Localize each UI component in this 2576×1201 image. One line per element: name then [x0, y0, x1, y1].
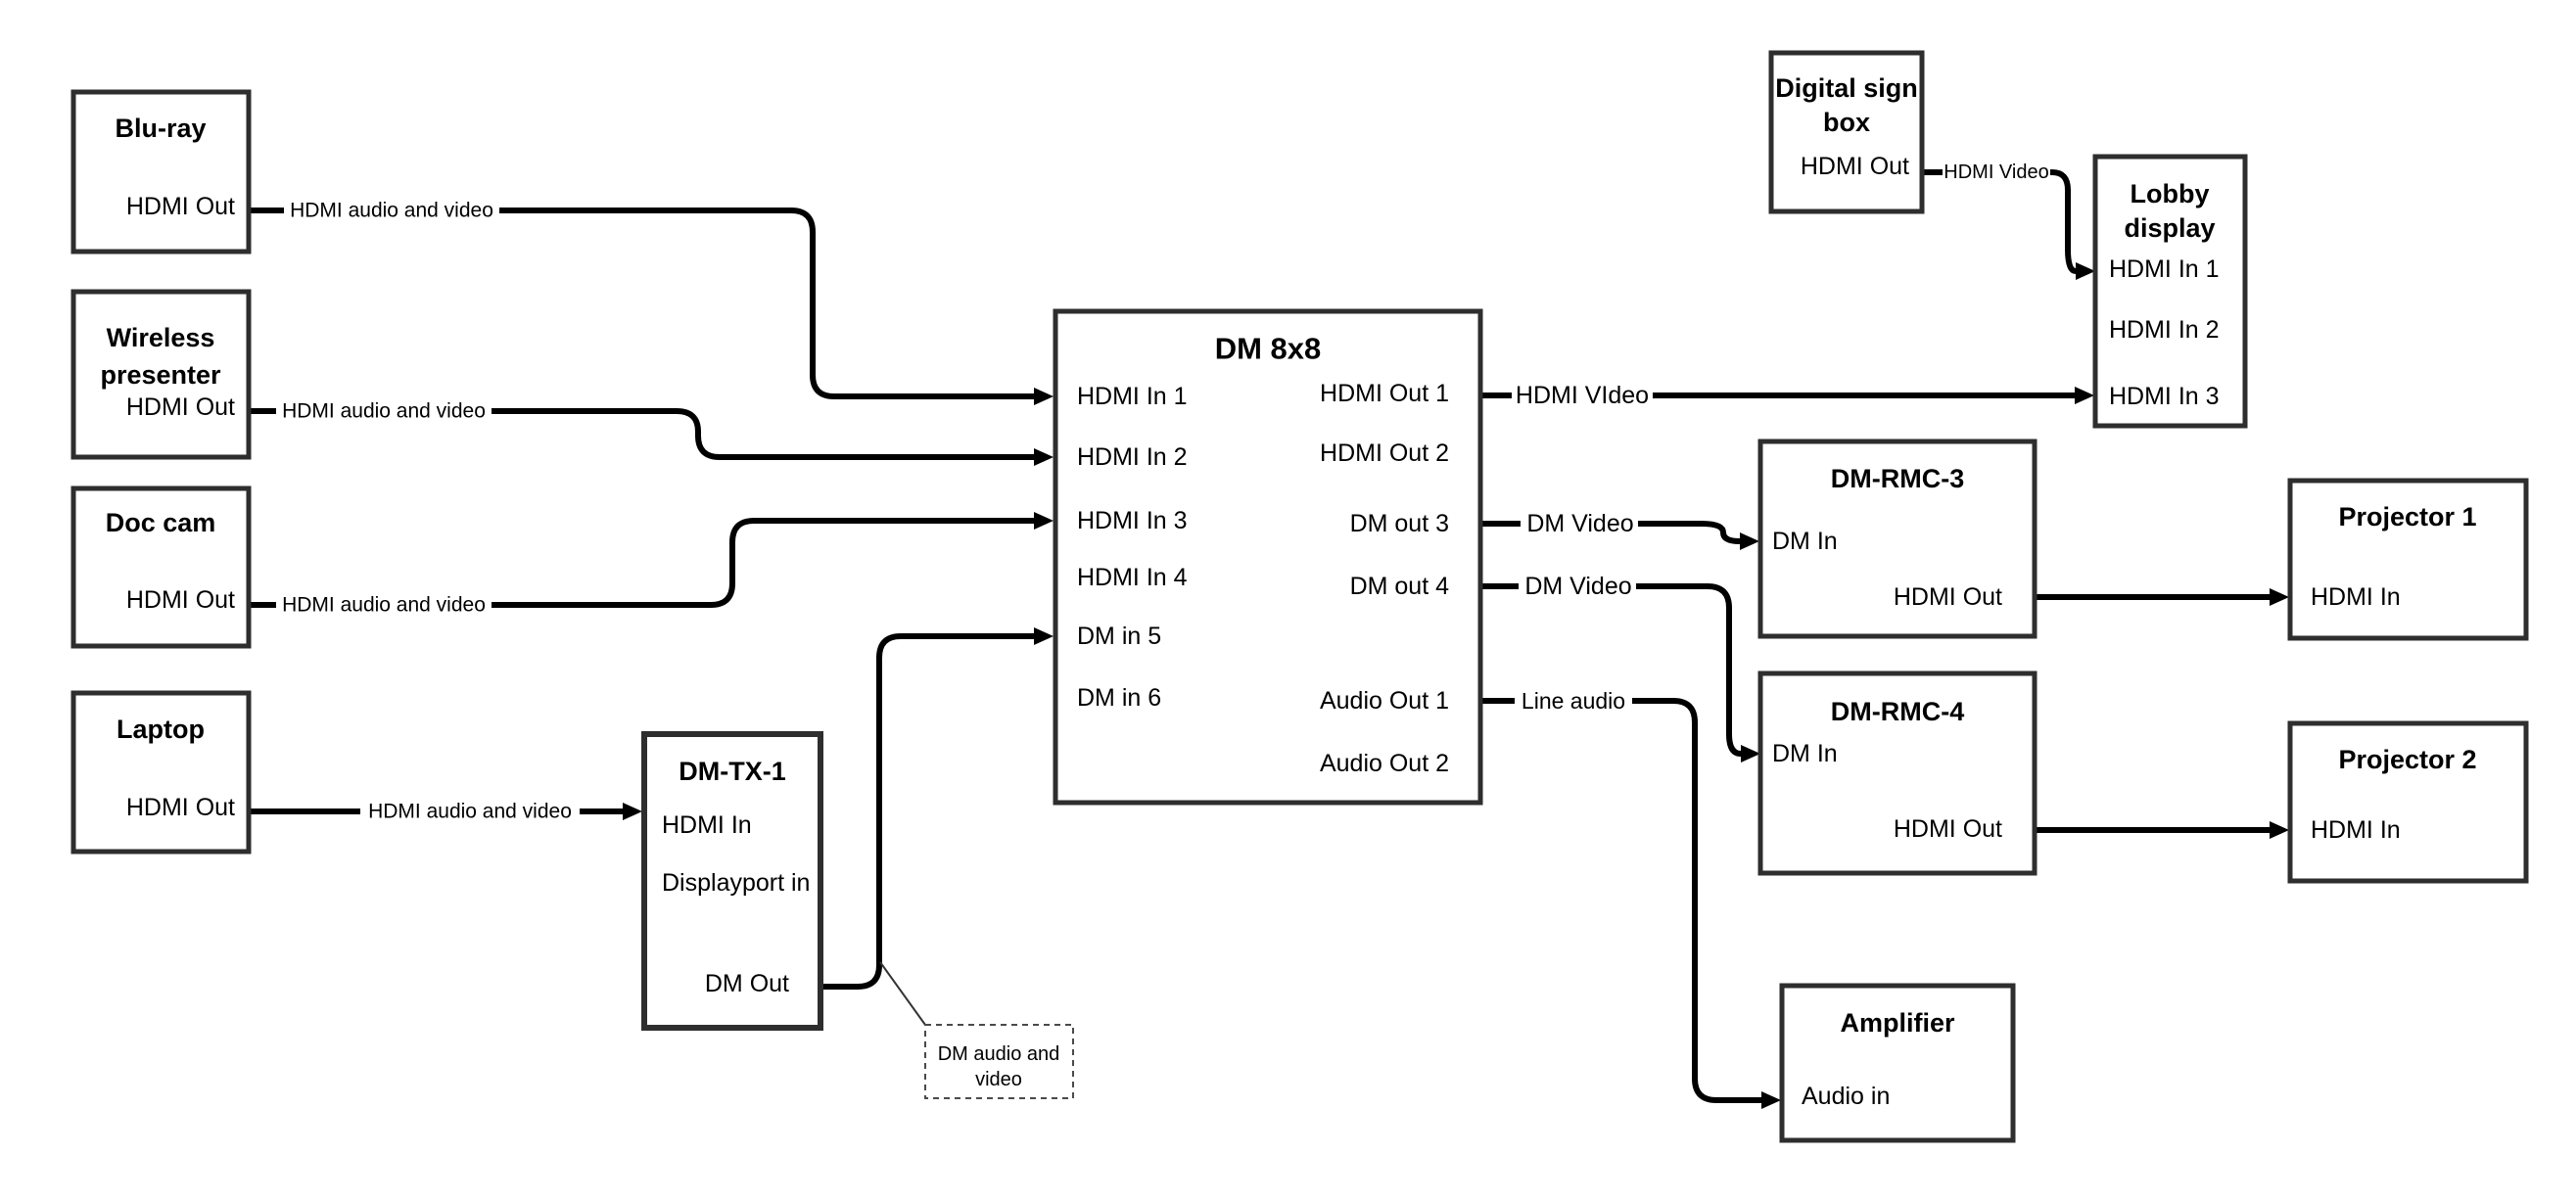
- node-doc-cam[interactable]: Doc cam HDMI Out: [70, 485, 252, 649]
- port-hdmi-in: HDMI In: [2311, 583, 2401, 611]
- port-hdmi-out-1: HDMI Out 1: [1320, 380, 1449, 407]
- wire-label: HDMI VIdeo: [1516, 382, 1649, 409]
- wire-label: DM Video: [1526, 510, 1633, 537]
- node-laptop[interactable]: Laptop HDMI Out: [70, 690, 252, 855]
- wire-label: HDMI audio and video: [368, 801, 572, 823]
- node-title: DM-RMC-3: [1831, 464, 1964, 493]
- node-title: DM-TX-1: [679, 757, 786, 786]
- callout-box[interactable]: [924, 1024, 1074, 1099]
- port-audio-out-2: Audio Out 2: [1320, 750, 1449, 777]
- digital-sign-box[interactable]: [1768, 50, 1925, 214]
- wires: HDMI audio and video HDMI audio and vide…: [249, 162, 2289, 1109]
- wire-label: HDMI audio and video: [282, 400, 486, 423]
- node-title: Laptop: [117, 715, 205, 744]
- node-wireless-presenter[interactable]: Wireless presenter HDMI Out: [70, 289, 252, 460]
- node-title: Projector 1: [2338, 502, 2476, 531]
- port-audio-out-1: Audio Out 1: [1320, 687, 1449, 715]
- node-title: Doc cam: [106, 508, 216, 537]
- port-displayport-in: Displayport in: [662, 869, 810, 897]
- port-dm-out-3: DM out 3: [1350, 510, 1449, 537]
- port-hdmi-in-1: HDMI In 1: [1077, 383, 1188, 410]
- port-hdmi-out: HDMI Out: [126, 586, 235, 614]
- port-audio-in: Audio in: [1802, 1083, 1890, 1110]
- node-title: Projector 2: [2338, 745, 2476, 774]
- wire-dmtx1-to-dm8x8-in5[interactable]: [820, 627, 1054, 990]
- port-hdmi-in-4: HDMI In 4: [1077, 564, 1188, 591]
- port-hdmi-out: HDMI Out: [1894, 583, 2002, 611]
- node-title: DM 8x8: [1215, 332, 1322, 366]
- port-hdmi-in-3: HDMI In 3: [2109, 383, 2220, 410]
- node-digital-sign-box[interactable]: Digital sign box HDMI Out: [1768, 50, 1925, 214]
- doc-cam-box[interactable]: [70, 485, 252, 649]
- node-title: Lobby: [2131, 179, 2210, 208]
- port-hdmi-out-2: HDMI Out 2: [1320, 439, 1449, 467]
- port-dm-in-5: DM in 5: [1077, 623, 1161, 650]
- wire-wireless-to-dm8x8-in2[interactable]: [492, 408, 1054, 466]
- dm-tx-1-box[interactable]: [641, 731, 823, 1031]
- wire-dm8x8-out3-to-rmc3[interactable]: [1638, 521, 1759, 550]
- callout-dm-audio-video[interactable]: DM audio and video: [879, 961, 1074, 1099]
- callout-text: DM audio and: [938, 1043, 1060, 1065]
- wire-label: Line audio: [1522, 688, 1625, 714]
- node-title: DM-RMC-4: [1831, 697, 1964, 726]
- projector-2-box[interactable]: [2287, 720, 2529, 884]
- wireless-presenter-box[interactable]: [70, 289, 252, 460]
- wire-label: DM Video: [1524, 573, 1631, 600]
- node-lobby-display[interactable]: Lobby display HDMI In 1 HDMI In 2 HDMI I…: [2092, 154, 2248, 429]
- lobby-display-box[interactable]: [2092, 154, 2248, 429]
- wire-label: HDMI Video: [1944, 162, 2048, 183]
- port-hdmi-out: HDMI Out: [1894, 815, 2002, 843]
- port-hdmi-in: HDMI In: [2311, 816, 2401, 844]
- laptop-box[interactable]: [70, 690, 252, 855]
- port-hdmi-in-2: HDMI In 2: [1077, 443, 1188, 471]
- node-blu-ray[interactable]: Blu-ray HDMI Out: [70, 89, 252, 254]
- port-hdmi-in-1: HDMI In 1: [2109, 255, 2220, 283]
- callout-pointer-line: [879, 961, 926, 1026]
- node-amplifier[interactable]: Amplifier Audio in: [1779, 983, 2016, 1143]
- wire-dm8x8-out4-to-rmc4[interactable]: [1636, 583, 1760, 762]
- node-title: Digital sign: [1775, 73, 1918, 103]
- port-dm-out-4: DM out 4: [1350, 573, 1450, 600]
- node-dm-rmc-4[interactable]: DM-RMC-4 DM In HDMI Out: [1757, 670, 2037, 876]
- node-title: box: [1823, 108, 1870, 137]
- node-title: display: [2124, 213, 2215, 243]
- node-dm-8x8[interactable]: DM 8x8 HDMI In 1 HDMI In 2 HDMI In 3 HDM…: [1053, 308, 1483, 806]
- port-hdmi-in-3: HDMI In 3: [1077, 507, 1188, 534]
- projector-1-box[interactable]: [2287, 478, 2529, 641]
- dm-8x8-box[interactable]: [1053, 308, 1483, 806]
- node-title: presenter: [100, 360, 221, 390]
- node-projector-2[interactable]: Projector 2 HDMI In: [2287, 720, 2529, 884]
- port-hdmi-out: HDMI Out: [1801, 153, 1909, 180]
- node-dm-rmc-3[interactable]: DM-RMC-3 DM In HDMI Out: [1757, 439, 2037, 639]
- node-title: Blu-ray: [115, 114, 206, 143]
- callout-text: video: [975, 1069, 1022, 1090]
- node-title: Wireless: [107, 323, 215, 352]
- port-hdmi-out: HDMI Out: [126, 794, 235, 821]
- wire-label: HDMI audio and video: [290, 200, 493, 222]
- port-hdmi-in: HDMI In: [662, 811, 752, 839]
- port-dm-in: DM In: [1772, 528, 1838, 555]
- wire-bluray-to-dm8x8-in1[interactable]: [499, 208, 1054, 405]
- port-hdmi-in-2: HDMI In 2: [2109, 316, 2220, 344]
- wire-sign-to-lobby-in1[interactable]: [2050, 169, 2095, 280]
- blu-ray-box[interactable]: [70, 89, 252, 254]
- dm-rmc-3-box[interactable]: [1757, 439, 2037, 639]
- port-hdmi-out: HDMI Out: [126, 193, 235, 220]
- wire-label: HDMI audio and video: [282, 594, 486, 617]
- port-dm-out: DM Out: [705, 970, 789, 997]
- dm-rmc-4-box[interactable]: [1757, 670, 2037, 876]
- amplifier-box[interactable]: [1779, 983, 2016, 1143]
- port-dm-in-6: DM in 6: [1077, 684, 1161, 712]
- wire-doccam-to-dm8x8-in3[interactable]: [492, 512, 1054, 608]
- node-title: Amplifier: [1840, 1008, 1955, 1038]
- port-dm-in: DM In: [1772, 740, 1838, 767]
- port-hdmi-out: HDMI Out: [126, 393, 235, 421]
- node-dm-tx-1[interactable]: DM-TX-1 HDMI In Displayport in DM Out: [641, 731, 823, 1031]
- node-projector-1[interactable]: Projector 1 HDMI In: [2287, 478, 2529, 641]
- wire-dm8x8-audio1-to-amplifier[interactable]: [1632, 698, 1781, 1109]
